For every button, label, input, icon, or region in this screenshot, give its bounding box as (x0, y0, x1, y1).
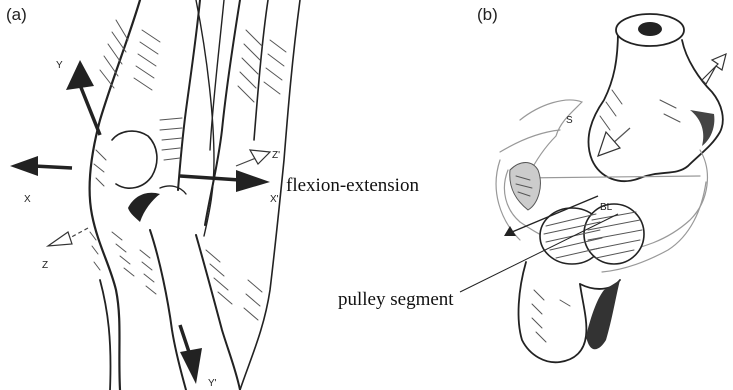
z-axis-arrowhead (48, 232, 72, 246)
x-prime-axis-arrow-shaft (180, 176, 240, 180)
y-axis-arrow-shaft (80, 85, 100, 135)
x-prime-axis-arrowhead (236, 170, 270, 192)
pulley-disk-right (584, 204, 644, 264)
x-prime-axis-label: X' (270, 194, 279, 205)
y-prime-axis-label: Y' (208, 378, 217, 389)
panel-a-label: (a) (6, 5, 27, 24)
y-axis-arrowhead (66, 60, 94, 90)
bone-model-drawing (460, 14, 726, 362)
flexion-extension-label: flexion-extension (286, 175, 419, 196)
y-axis-label: Y (56, 60, 63, 71)
z-prime-axis-arrow-shaft (236, 158, 256, 166)
panel-b-label: (b) (477, 5, 498, 24)
z-axis-label: Z (42, 260, 48, 271)
letter-bl: BL (600, 202, 613, 213)
x-axis-arrowhead (10, 156, 38, 176)
bone-canal (638, 22, 662, 36)
pulley-segment-label: pulley segment (338, 289, 454, 310)
rotation-arrow-center (598, 132, 620, 156)
rotation-arrow-top (702, 54, 726, 84)
x-axis-label: X (24, 194, 31, 205)
letter-s: S (566, 115, 573, 126)
panel-a: (a) (6, 0, 419, 390)
z-prime-axis-arrowhead (250, 150, 270, 164)
x-axis-arrow-shaft (34, 166, 72, 168)
z-prime-axis-label: Z' (272, 150, 280, 161)
knee-anatomy-drawing (90, 0, 300, 390)
